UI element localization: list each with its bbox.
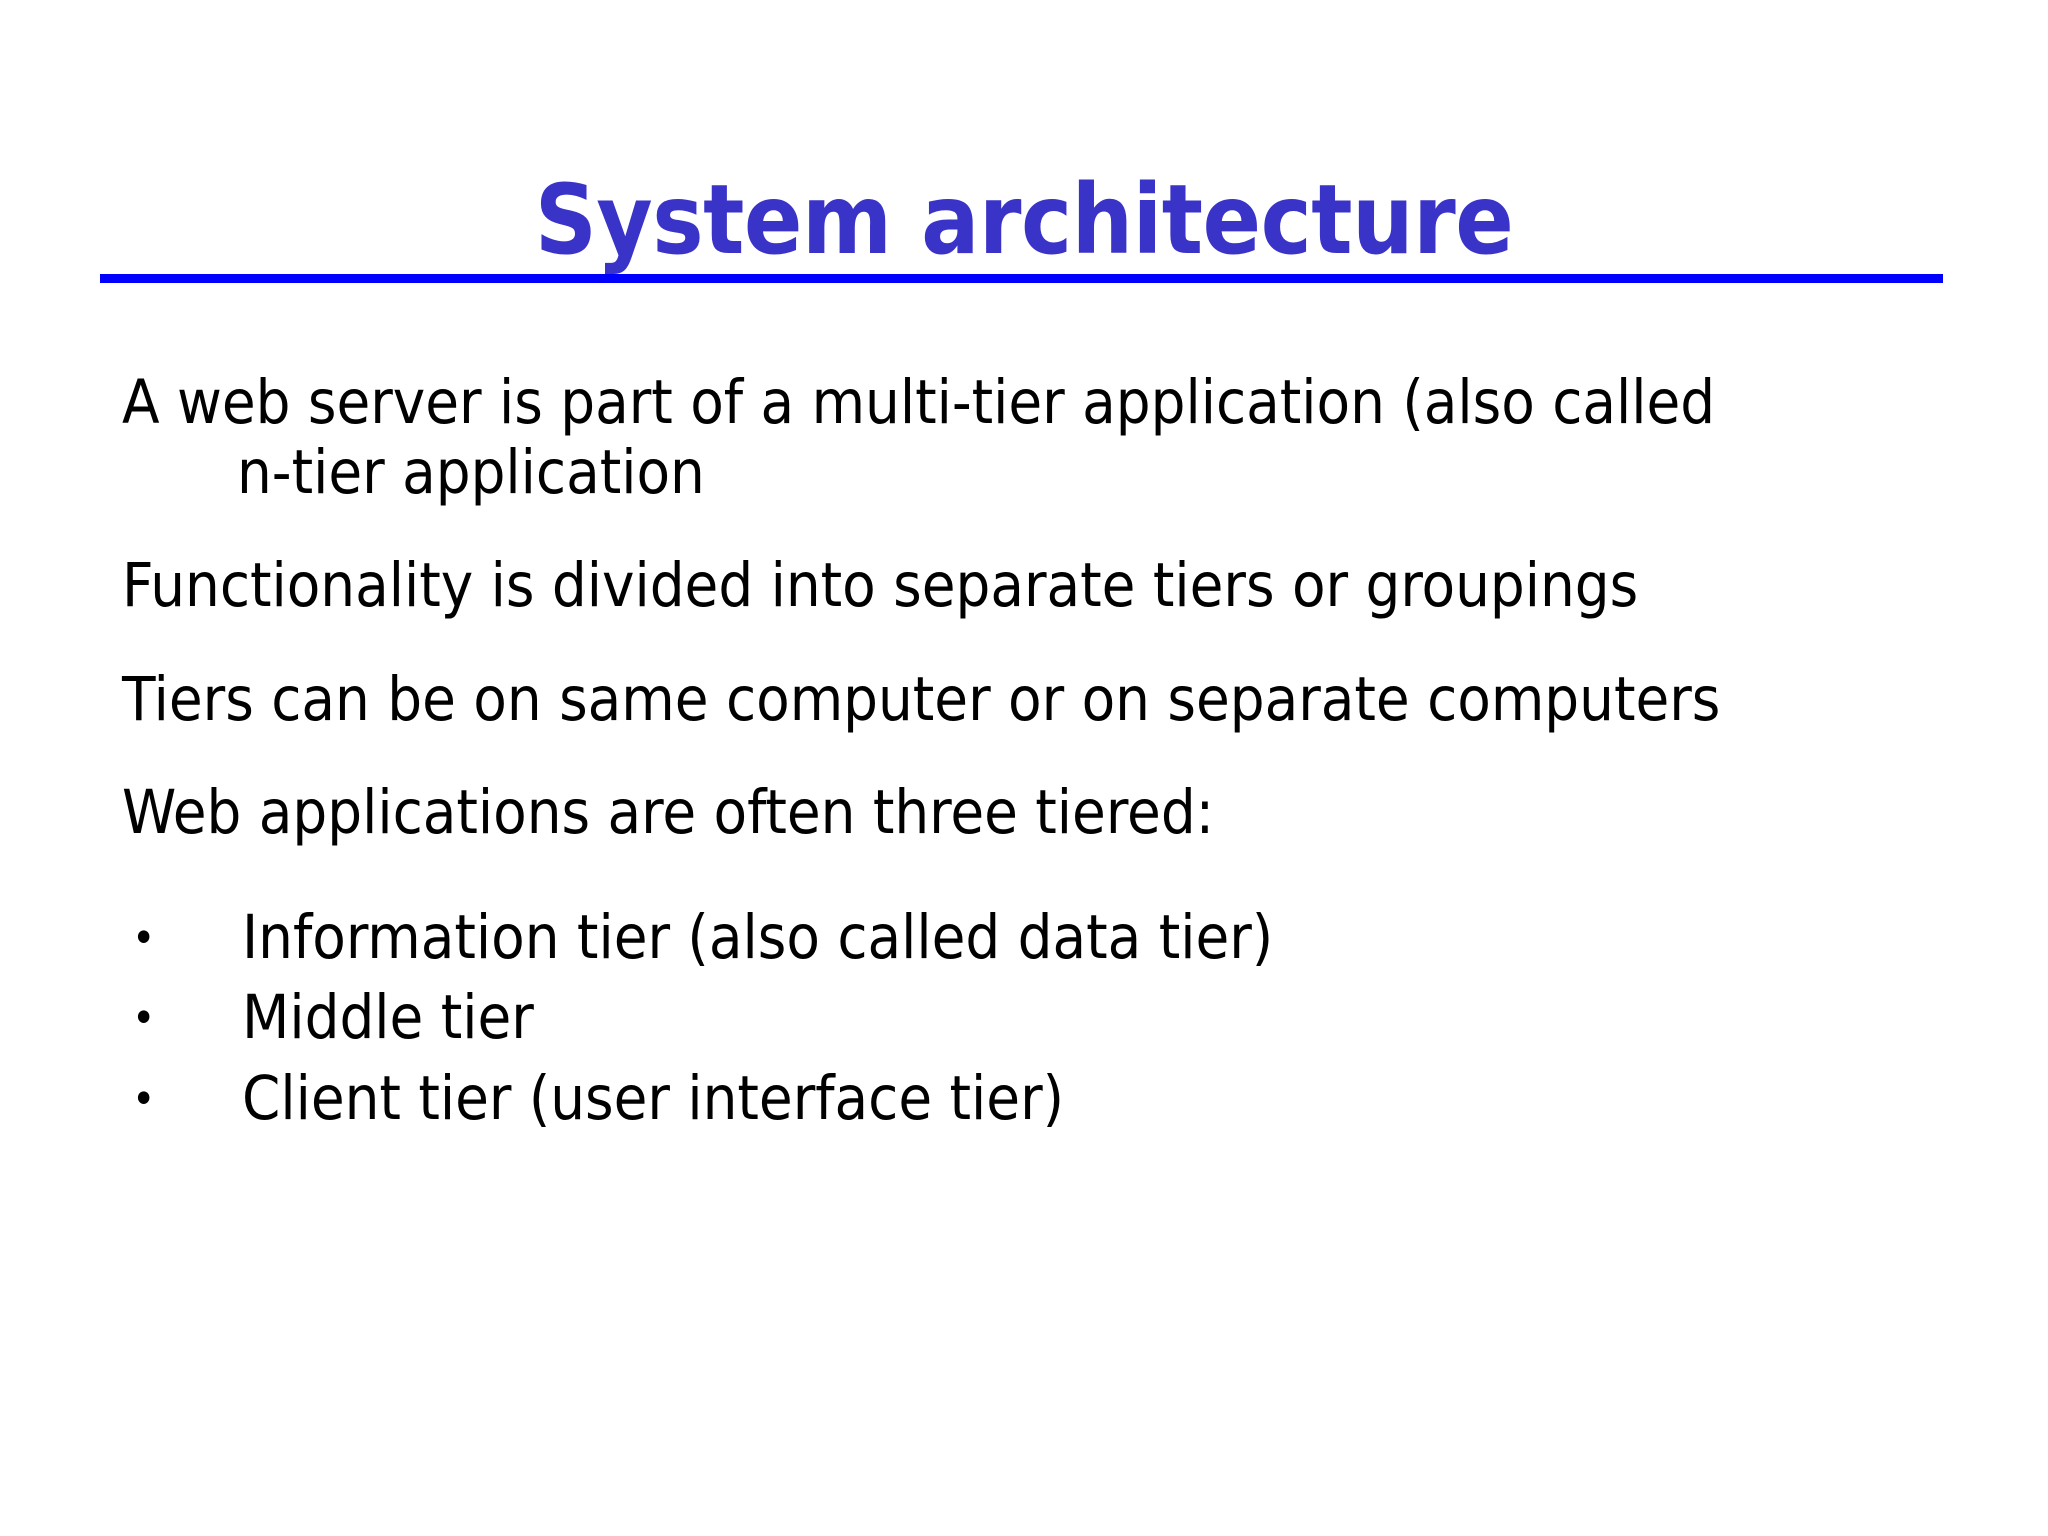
- paragraph-4-line-1: Web applications are often three tiered:: [122, 777, 1215, 849]
- paragraph-3: Tiers can be on same computer or on sepa…: [122, 663, 2002, 735]
- paragraph-4: Web applications are often three tiered:: [122, 778, 2002, 848]
- paragraph-1-line-2: n-tier application: [237, 436, 705, 508]
- bullet-dot-icon: •: [132, 912, 156, 964]
- paragraph-1-line-1: A web server is part of a multi-tier app…: [122, 367, 1716, 438]
- list-item: • Client tier (user interface tier): [122, 1059, 2002, 1140]
- paragraph-2: Functionality is divided into separate t…: [122, 551, 2002, 621]
- page-title: System architecture: [534, 164, 1514, 277]
- list-item-label: Client tier (user interface tier): [242, 1062, 1065, 1134]
- tier-list: • Information tier (also called data tie…: [122, 898, 2002, 1140]
- list-item: • Middle tier: [122, 978, 2002, 1059]
- paragraph-2-line-1: Functionality is divided into separate t…: [122, 550, 1639, 622]
- list-item-label: Middle tier: [242, 982, 534, 1054]
- title-divider: [100, 274, 1943, 283]
- bullet-dot-icon: •: [132, 993, 156, 1045]
- bullet-dot-icon: •: [132, 1073, 156, 1125]
- list-item: • Information tier (also called data tie…: [122, 898, 2002, 979]
- paragraph-3-line-1: Tiers can be on same computer or on sepa…: [122, 663, 1721, 735]
- slide-body: A web server is part of a multi-tier app…: [122, 368, 2002, 1139]
- list-item-label: Information tier (also called data tier): [242, 901, 1274, 973]
- paragraph-1: A web server is part of a multi-tier app…: [122, 368, 2002, 507]
